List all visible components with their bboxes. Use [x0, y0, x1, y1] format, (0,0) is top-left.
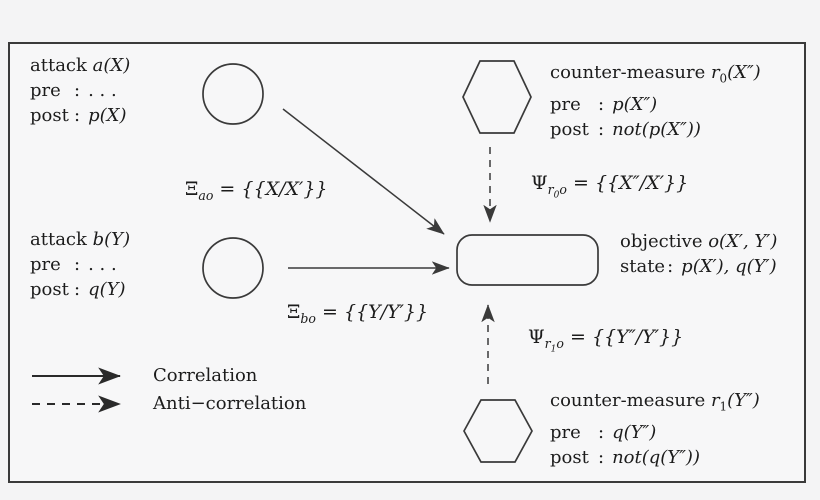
colon: : [667, 256, 674, 277]
xi-symbol: Ξ [185, 178, 199, 200]
colon: : [74, 80, 81, 101]
psi-r1o-label: Ψr1o = {{Y″/Y′}} [528, 326, 684, 355]
post-keyword: post [550, 446, 589, 468]
psi-symbol: Ψ [531, 172, 548, 194]
cm-r1-pre-value: q(Y″) [612, 421, 657, 443]
objective-title: objective o(X′, Y′) [620, 229, 777, 254]
sub-tail: o [559, 181, 567, 197]
state-keyword: state [620, 256, 666, 277]
attack-b-post-value: q(Y) [88, 279, 126, 300]
colon: : [74, 279, 81, 300]
colon: : [598, 118, 605, 140]
xi-bo-label: Ξbo = {{Y/Y′}} [287, 301, 429, 326]
psi-r1o-expression: = {{Y″/Y′}} [563, 326, 684, 348]
cm-r1-subscript: 1 [719, 399, 728, 414]
colon: : [74, 105, 81, 126]
colon: : [598, 446, 605, 468]
cm-r1-title: counter-measure r1(Y″) [550, 388, 760, 420]
legend-correlation-label: Correlation [153, 365, 258, 386]
attack-a-keyword: attack [30, 55, 93, 76]
cm-r1-post-value: not(q(Y″)) [612, 446, 700, 468]
psi-r0o-subscript: r0o [547, 181, 567, 201]
objective-state-line: state: p(X′), q(Y′) [620, 254, 777, 279]
post-keyword: post [550, 118, 589, 140]
cm-r0-symbol: r [710, 62, 720, 83]
attack-b-keyword: attack [30, 229, 93, 250]
attack-b-title: attack b(Y) [30, 227, 130, 252]
attack-b-pre-value: . . . [88, 254, 117, 275]
countermeasure-r1-spec: counter-measure r1(Y″) pre: q(Y″) post: no… [550, 388, 760, 470]
attack-b-name: b(Y) [92, 229, 131, 250]
objective-spec: objective o(X′, Y′) state: p(X′), q(Y′) [620, 229, 777, 279]
attack-a-title: attack a(X) [30, 53, 130, 78]
cm-r1-keyword: counter-measure [550, 390, 711, 411]
attack-b-pre-line: pre: . . . [30, 252, 130, 277]
psi-r0o-label: Ψr0o = {{X″/X′}} [531, 172, 689, 201]
psi-symbol: Ψ [528, 326, 545, 348]
xi-ao-expression: = {{X/X′}} [213, 178, 328, 200]
attack-a-pre-line: pre: . . . [30, 78, 130, 103]
attack-a-spec: attack a(X) pre: . . . post: p(X) [30, 53, 130, 128]
cm-r0-args: (X″) [727, 62, 761, 83]
attack-b-spec: attack b(Y) pre: . . . post: q(Y) [30, 227, 130, 302]
cm-r1-pre-line: pre: q(Y″) [550, 420, 760, 445]
xi-bo-expression: = {{Y/Y′}} [315, 301, 429, 323]
sub-sub: 0 [553, 190, 560, 201]
colon: : [598, 421, 605, 443]
pre-keyword: pre [550, 93, 581, 115]
pre-keyword: pre [550, 421, 581, 443]
xi-ao-subscript: ao [198, 187, 214, 203]
sub-tail: o [556, 335, 564, 351]
xi-ao-label: Ξao = {{X/X′}} [185, 178, 328, 203]
sub-main: r [544, 335, 551, 351]
attack-b-post-line: post: q(Y) [30, 277, 130, 302]
legend-anticorrelation-label: Anti−correlation [153, 393, 307, 414]
colon: : [598, 93, 605, 115]
cm-r0-title: counter-measure r0(X″) [550, 60, 761, 92]
post-keyword: post [30, 105, 69, 126]
psi-r1o-subscript: r1o [544, 335, 564, 355]
attack-a-pre-value: . . . [88, 80, 117, 101]
cm-r0-keyword: counter-measure [550, 62, 711, 83]
objective-state-value: p(X′), q(Y′) [681, 256, 777, 277]
attack-a-post-line: post: p(X) [30, 103, 130, 128]
cm-r0-pre-line: pre: p(X″) [550, 92, 761, 117]
objective-keyword: objective [620, 231, 709, 252]
pre-keyword: pre [30, 254, 61, 275]
cm-r1-args: (Y″) [727, 390, 760, 411]
pre-keyword: pre [30, 80, 61, 101]
countermeasure-r0-spec: counter-measure r0(X″) pre: p(X″) post: no… [550, 60, 761, 142]
cm-r0-subscript: 0 [719, 71, 728, 86]
attack-a-name: a(X) [92, 55, 131, 76]
colon: : [74, 254, 81, 275]
cm-r0-pre-value: p(X″) [612, 93, 658, 115]
xi-bo-subscript: bo [300, 310, 316, 326]
cm-r1-symbol: r [710, 390, 720, 411]
sub-sub: 1 [550, 344, 557, 355]
cm-r1-post-line: post: not(q(Y″)) [550, 445, 760, 470]
psi-r0o-expression: = {{X″/X′}} [566, 172, 689, 194]
cm-r0-post-line: post: not(p(X″)) [550, 117, 761, 142]
sub-main: r [547, 181, 554, 197]
objective-name: o(X′, Y′) [708, 231, 778, 252]
attack-a-post-value: p(X) [88, 105, 127, 126]
post-keyword: post [30, 279, 69, 300]
cm-r0-post-value: not(p(X″)) [612, 118, 701, 140]
xi-symbol: Ξ [287, 301, 301, 323]
